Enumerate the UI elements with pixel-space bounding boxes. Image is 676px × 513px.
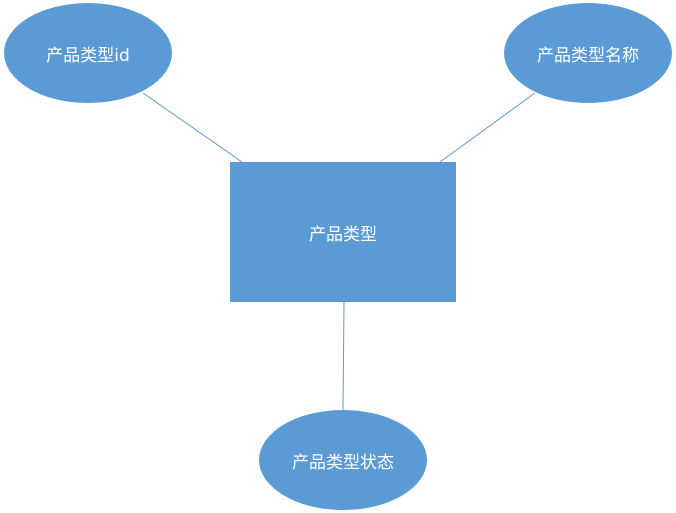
attribute-status-ellipse[interactable] [259, 410, 427, 510]
attribute-name-ellipse[interactable] [504, 3, 672, 103]
entity-box[interactable] [230, 162, 456, 302]
attribute-status-label: 产品类型状态 [292, 452, 394, 473]
entity-label: 产品类型 [309, 224, 377, 245]
connector-status [342, 301, 345, 411]
attribute-id-label: 产品类型id [46, 45, 130, 66]
connector-id [142, 92, 243, 163]
attribute-id-ellipse[interactable] [4, 3, 172, 103]
connector-name [439, 92, 536, 163]
attribute-name-label: 产品类型名称 [537, 45, 639, 66]
